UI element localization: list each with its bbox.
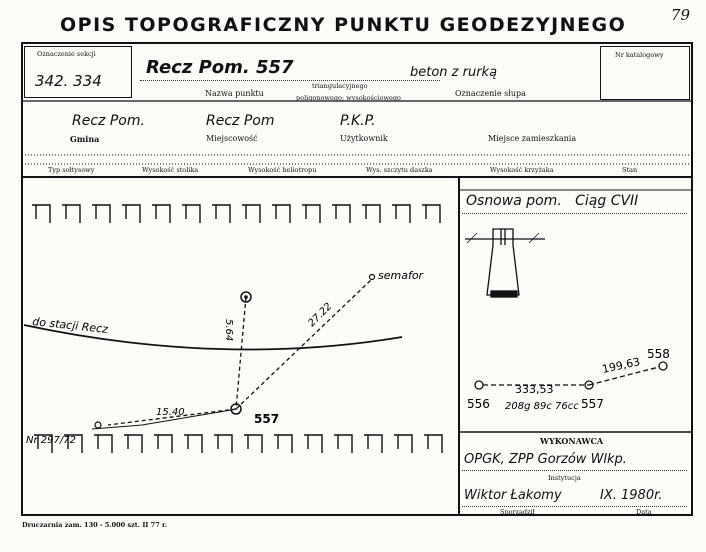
point-type-line2: poligonowego; wysokościowego bbox=[296, 94, 401, 102]
semaphore-symbol bbox=[368, 273, 376, 281]
surveyor-label: Sporządził bbox=[500, 508, 535, 516]
gmina-value: Recz Pom. bbox=[72, 113, 145, 129]
uzytkownik-label: Użytkownik bbox=[340, 134, 388, 143]
angle-label: 208g 89c 76cc bbox=[505, 401, 579, 412]
row3-label-2: Wysokość stolika bbox=[142, 166, 199, 174]
gmina-label: Gmina bbox=[70, 134, 100, 144]
point-type-line1: triangulacyjnego bbox=[312, 82, 368, 90]
row3-label-1: Typ sołtysowy bbox=[48, 166, 95, 174]
distance-up-label: 5.64 bbox=[223, 319, 234, 341]
page-title: OPIS TOPOGRAFICZNY PUNKTU GEODEZYJNEGO bbox=[60, 14, 627, 36]
point-name-label: Nazwa punktu bbox=[205, 89, 264, 98]
page-number: 79 bbox=[670, 6, 690, 24]
date-label: Data bbox=[636, 508, 652, 516]
sheet-box: Oznaczenie sekcji 342. 334 bbox=[24, 46, 132, 98]
network-sketch: 556 557 558 333,53 199,63 208g 89c 76cc bbox=[465, 228, 670, 412]
date-value: IX. 1980r. bbox=[600, 488, 663, 503]
station-557-label: 557 bbox=[581, 397, 604, 411]
sheet-value: 342. 334 bbox=[35, 72, 102, 90]
station-556-label: 556 bbox=[467, 397, 490, 411]
station-557-symbol bbox=[584, 380, 594, 390]
rail-number-label: Nr 297/72 bbox=[26, 435, 76, 446]
network-title-line bbox=[462, 213, 687, 214]
institution-line bbox=[462, 470, 687, 471]
point-557-label: 557 bbox=[254, 412, 279, 426]
row3-label-3: Wysokość heliotropu bbox=[248, 166, 317, 174]
row3-label-5: Wysokość krzyżaka bbox=[490, 166, 554, 174]
sheet-label: Oznaczenie sekcji bbox=[37, 50, 96, 58]
benchmark-symbol bbox=[240, 291, 252, 303]
institution-value: OPGK, ZPP Gorzów Wlkp. bbox=[464, 452, 627, 467]
point-name-line bbox=[140, 80, 440, 81]
rail-marker-symbol bbox=[94, 421, 102, 429]
point-name: Recz Pom. 557 bbox=[146, 57, 294, 78]
station-558-symbol bbox=[658, 361, 668, 371]
zamieszkanie-label: Miejsce zamieszkania bbox=[488, 134, 577, 143]
executor-heading: WYKONAWCA bbox=[540, 436, 604, 446]
uzytkownik-value: P.K.P. bbox=[340, 113, 376, 129]
station-556-symbol bbox=[474, 380, 484, 390]
print-note: Druczarnia zam. 130 - 5.000 szt. II 77 r… bbox=[22, 521, 168, 529]
surveyor-value: Wiktor Łakomy bbox=[464, 488, 562, 503]
location-sketch: do stacji Recz semafor 557 Nr 297/72 15.… bbox=[23, 204, 443, 453]
row3-label-4: Wys. szczytu daszka bbox=[366, 166, 433, 174]
station-558-label: 558 bbox=[647, 347, 670, 361]
miejscowosc-label: Miejscowość bbox=[206, 134, 258, 143]
miejscowosc-value: Recz Pom bbox=[206, 113, 275, 129]
toward-station-label: do stacji Recz bbox=[32, 315, 109, 336]
row3-label-6: Stan bbox=[622, 166, 638, 174]
distance-left-label: 15.40 bbox=[156, 407, 185, 418]
network-title: Osnowa pom. Ciąg CVII bbox=[466, 193, 639, 209]
distance-557-558: 199,63 bbox=[601, 355, 641, 376]
marker-value: beton z rurką bbox=[410, 65, 498, 80]
point-557-symbol bbox=[230, 403, 242, 415]
distance-diagonal-label: 27.22 bbox=[306, 301, 334, 329]
surveyor-line bbox=[462, 506, 687, 507]
institution-label: Instytucja bbox=[548, 474, 581, 482]
semaphore-label: semafor bbox=[378, 269, 425, 282]
catalog-box: Nr katalogowy bbox=[600, 46, 690, 100]
marker-label: Oznaczenie słupa bbox=[455, 89, 526, 98]
catalog-label: Nr katalogowy bbox=[615, 51, 664, 59]
distance-556-557: 333,53 bbox=[515, 383, 554, 396]
